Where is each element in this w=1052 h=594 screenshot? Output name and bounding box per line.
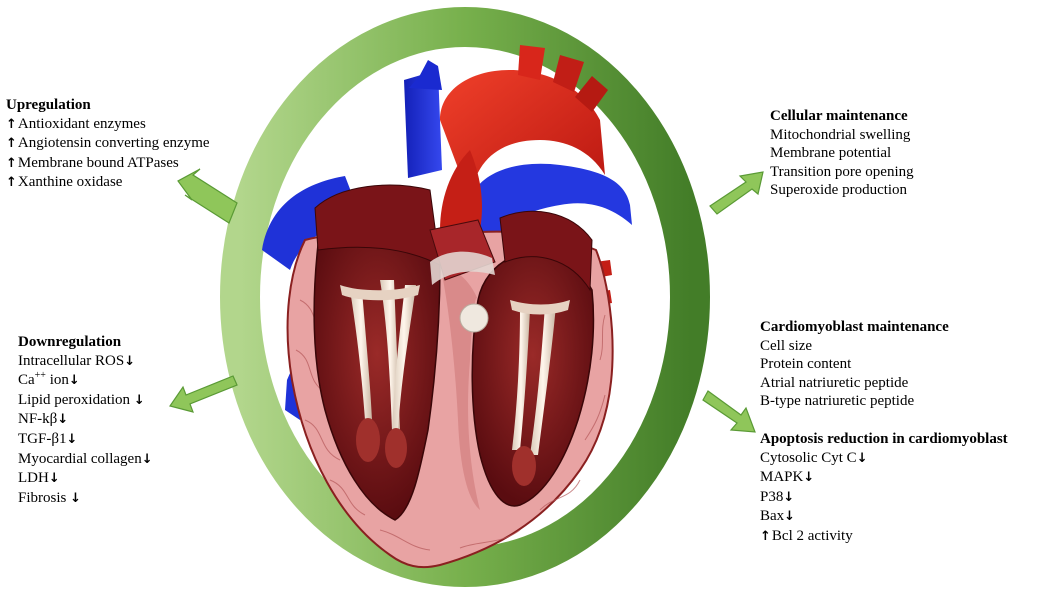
list-item-text: Membrane bound ATPases	[17, 154, 179, 171]
list-item: Cell size	[760, 337, 949, 356]
downregulation-heading: Downregulation	[18, 334, 122, 350]
list-item-text: Cell size	[760, 337, 813, 354]
up-arrow-icon: ↑	[6, 136, 17, 152]
list-item: MAPK↓	[760, 468, 1008, 488]
down-arrow-icon: ↓	[48, 471, 60, 487]
list-item-text: Membrane potential	[770, 145, 892, 162]
list-item-text: Angiotensin converting enzyme	[17, 135, 210, 152]
list-item: Fibrosis ↓	[18, 489, 153, 509]
list-item-text: Protein content	[760, 356, 852, 373]
list-item-text: Myocardial collagen	[18, 450, 142, 467]
list-item: ↑Angiotensin converting enzyme	[6, 134, 210, 154]
list-item-text: B-type natriuretic peptide	[760, 393, 915, 410]
list-item-text: Bcl 2 activity	[771, 527, 853, 544]
list-item-text: LDH	[18, 470, 49, 487]
list-item: P38↓	[760, 488, 1008, 508]
arrow-upregulation	[177, 168, 238, 224]
list-item-text: Xanthine oxidase	[17, 174, 123, 191]
list-item-text: Cytosolic Cyt C	[760, 449, 857, 466]
list-item: Mitochondrial swelling	[770, 126, 914, 145]
list-item: Myocardial collagen↓	[18, 450, 153, 470]
list-item-text: Transition pore opening	[770, 163, 914, 180]
up-arrow-icon: ↑	[6, 116, 17, 132]
list-item-text: Lipid peroxidation	[18, 391, 134, 408]
list-item: Membrane potential	[770, 144, 914, 163]
list-item: ↑Membrane bound ATPases	[6, 154, 210, 174]
list-item: Lipid peroxidation ↓	[18, 391, 153, 411]
arrow-apoptosis	[702, 390, 756, 433]
down-arrow-icon: ↓	[70, 490, 82, 506]
list-item-text: MAPK	[760, 469, 804, 486]
list-item-text: Intracellular ROS	[18, 352, 125, 369]
down-arrow-icon: ↓	[783, 489, 795, 505]
down-arrow-icon: ↓	[66, 431, 78, 447]
down-arrow-icon: ↓	[141, 451, 153, 467]
list-item: Ca++ ion↓	[18, 371, 153, 391]
apoptosis-reduction-panel: Apoptosis reduction in cardiomyoblast Cy…	[760, 430, 1008, 547]
list-item-text: P38	[760, 488, 784, 505]
list-item: Atrial natriuretic peptide	[760, 374, 949, 393]
down-arrow-icon: ↓	[784, 509, 796, 525]
down-arrow-icon: ↓	[803, 470, 815, 486]
list-item-text: Antioxidant enzymes	[17, 115, 146, 132]
superscript: ++	[34, 370, 46, 382]
list-item: LDH↓	[18, 469, 153, 489]
list-item-text: Mitochondrial swelling	[770, 126, 911, 143]
list-item-text: Bax	[760, 508, 785, 525]
down-arrow-icon: ↓	[68, 373, 80, 389]
heart	[262, 45, 632, 569]
list-item: Intracellular ROS↓	[18, 352, 153, 372]
up-arrow-icon: ↑	[6, 155, 17, 171]
list-item-text: NF-kβ	[18, 411, 58, 428]
list-item-text: Superoxide production	[770, 182, 908, 199]
list-item: ↑Bcl 2 activity	[760, 527, 1008, 547]
list-item: ↑Antioxidant enzymes	[6, 115, 210, 135]
up-arrow-icon: ↑	[6, 175, 17, 191]
list-item: Bax↓	[760, 507, 1008, 527]
green-ring	[220, 7, 710, 587]
down-arrow-icon: ↓	[133, 392, 145, 408]
apoptosis-reduction-heading: Apoptosis reduction in cardiomyoblast	[760, 431, 1008, 447]
list-item: NF-kβ↓	[18, 410, 153, 430]
list-item-text: Fibrosis	[18, 489, 71, 506]
downregulation-panel: Downregulation Intracellular ROS↓Ca++ io…	[18, 333, 153, 508]
list-item: Transition pore opening	[770, 163, 914, 182]
list-item: Cytosolic Cyt C↓	[760, 449, 1008, 469]
up-arrow-icon: ↑	[760, 528, 771, 544]
arrow-downregulation	[169, 375, 238, 413]
upregulation-panel: Upregulation ↑Antioxidant enzymes↑Angiot…	[6, 96, 210, 193]
cellular-maintenance-panel: Cellular maintenance Mitochondrial swell…	[770, 107, 914, 200]
list-item-text-suffix: ion	[45, 372, 69, 389]
down-arrow-icon: ↓	[124, 353, 136, 369]
cellular-maintenance-heading: Cellular maintenance	[770, 108, 908, 124]
upregulation-heading: Upregulation	[6, 97, 91, 113]
list-item-text: Ca	[18, 372, 35, 389]
list-item: B-type natriuretic peptide	[760, 392, 949, 411]
list-item: ↑Xanthine oxidase	[6, 173, 210, 193]
list-item: Protein content	[760, 355, 949, 374]
cardiomyoblast-maintenance-heading: Cardiomyoblast maintenance	[760, 319, 949, 335]
down-arrow-icon: ↓	[856, 450, 868, 466]
list-item: Superoxide production	[770, 181, 914, 200]
down-arrow-icon: ↓	[57, 412, 69, 428]
list-item: TGF-β1↓	[18, 430, 153, 450]
list-item-text: Atrial natriuretic peptide	[760, 374, 909, 391]
list-item-text: TGF-β1	[18, 430, 67, 447]
arrow-cellular	[709, 171, 764, 215]
